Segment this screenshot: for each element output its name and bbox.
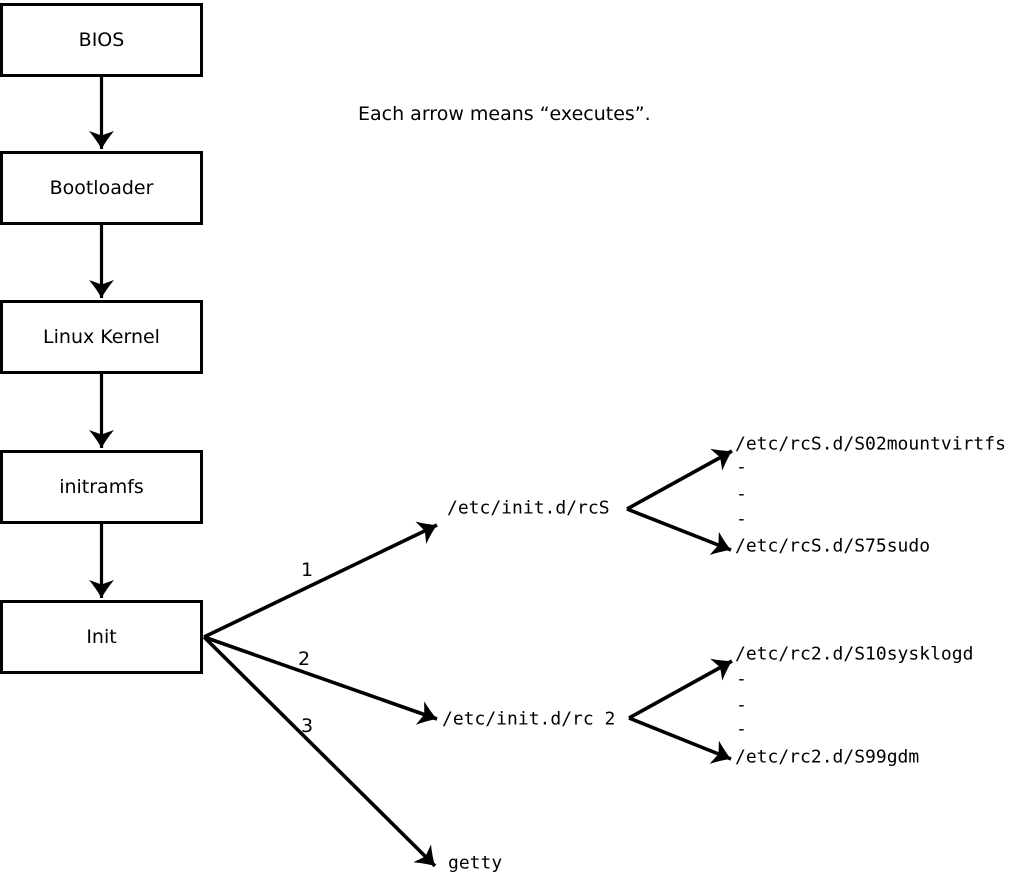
node-bootloader-label: Bootloader bbox=[49, 177, 154, 199]
rc2-ellipsis-dash-3: - bbox=[736, 718, 747, 740]
node-init-label: Init bbox=[86, 626, 117, 648]
node-initramfs: initramfs bbox=[0, 450, 203, 524]
node-linux-kernel: Linux Kernel bbox=[0, 300, 203, 374]
rcs-ellipsis-dash-2: - bbox=[736, 483, 747, 505]
arrow-rcs-to-s75sudo bbox=[626, 507, 732, 556]
rcs-ellipsis-dash-3: - bbox=[736, 508, 747, 530]
arrow-init-to-rc2 bbox=[203, 635, 438, 725]
arrow-rc2-to-s10sysklogd bbox=[628, 658, 733, 720]
node-linux-kernel-label: Linux Kernel bbox=[43, 326, 160, 348]
file-s75sudo: /etc/rcS.d/S75sudo bbox=[735, 535, 931, 557]
branch-number-2: 2 bbox=[297, 648, 311, 670]
branch-number-3: 3 bbox=[300, 715, 314, 737]
arrow-init-to-getty bbox=[202, 635, 437, 868]
legend-note: Each arrow means “executes”. bbox=[358, 103, 651, 125]
rcs-ellipsis-dash-1: - bbox=[736, 456, 747, 478]
node-init: Init bbox=[0, 600, 203, 674]
file-s99gdm: /etc/rc2.d/S99gdm bbox=[735, 746, 920, 768]
file-s02mountvirtfs: /etc/rcS.d/S02mountvirtfs bbox=[735, 433, 1006, 455]
arrow-rcs-to-s02mountvirtfs bbox=[626, 448, 733, 511]
node-initramfs-label: initramfs bbox=[59, 476, 144, 498]
rc2-ellipsis-dash-2: - bbox=[736, 694, 747, 716]
node-bios: BIOS bbox=[0, 3, 203, 77]
node-bootloader: Bootloader bbox=[0, 151, 203, 225]
rc2-ellipsis-dash-1: - bbox=[736, 668, 747, 690]
arrow-rc2-to-s99gdm bbox=[628, 716, 732, 764]
script-getty-label: getty bbox=[448, 852, 503, 874]
file-s10sysklogd: /etc/rc2.d/S10sysklogd bbox=[735, 643, 974, 665]
node-bios-label: BIOS bbox=[78, 29, 125, 51]
script-rc2-label: /etc/init.d/rc 2 bbox=[442, 708, 616, 730]
arrow-init-to-rcs bbox=[203, 521, 438, 639]
script-rcs-label: /etc/init.d/rcS bbox=[447, 497, 610, 519]
branch-number-1: 1 bbox=[300, 559, 314, 581]
